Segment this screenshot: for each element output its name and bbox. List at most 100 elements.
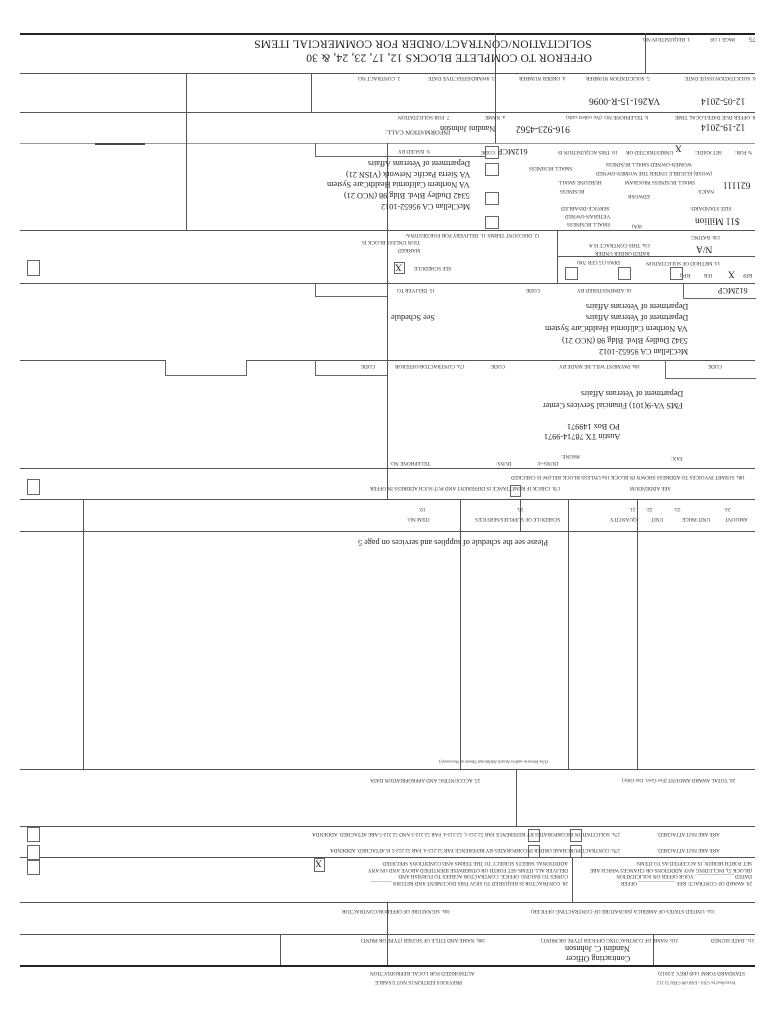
prescribed-by: Prescribed by GSA - FAR (48 CFR) 53.212 — [656, 980, 735, 986]
code-label: CODE — [707, 363, 722, 370]
clause-29-line: (BLOCK 5), INCLUDING ANY ADDITIONS OR CH… — [589, 867, 752, 873]
accounting-label: 25. ACCOUNTING AND APPROPRIATION DATA — [369, 777, 480, 784]
column-number: 20. — [516, 506, 523, 513]
page-total: 75 — [748, 35, 756, 43]
checkbox[interactable] — [27, 827, 40, 842]
duns4-label: DUNS+4: — [536, 460, 558, 467]
sdvosb-label: VETERAN-OWNED — [564, 213, 610, 220]
offer-due-label: 8. OFFER DUE DATE/LOCAL TIME — [674, 114, 755, 121]
rating-value: N/A — [695, 243, 712, 254]
column-header-item-no: ITEM NO. — [407, 516, 430, 523]
acquisition-label: 10. THIS ACQUISITION IS — [558, 149, 618, 156]
checkbox-27a-are[interactable] — [528, 829, 540, 842]
wosb-label: SMALL BUSINESS — [528, 165, 572, 172]
contractor-code-label: CODE — [360, 363, 375, 370]
checkbox-27a-are-not[interactable] — [570, 829, 582, 842]
divider — [20, 499, 755, 500]
for-info-label: 7. FOR SOLICITATION — [398, 114, 450, 121]
hubzone-label: HUBZONE SMALL — [558, 179, 602, 186]
checkbox-see-schedule[interactable] — [394, 262, 405, 274]
administered-by-label: 16. ADMINISTERED BY — [577, 287, 632, 294]
contract-no-label: 2. CONTRACT NO. — [356, 75, 400, 82]
issue-date: 12-05-2014 — [700, 95, 745, 106]
sdvosb-label: SMALL BUSINESS — [566, 221, 610, 228]
rfp-label: RFP — [742, 272, 752, 279]
payment-address-line: PO Box 149971 — [567, 422, 620, 432]
checkbox-27b-are-not[interactable] — [570, 845, 582, 858]
clause-28-line: ADDITIONAL SHEETS SUBJECT TO THE TERMS A… — [382, 860, 568, 867]
divider — [311, 73, 312, 112]
column-number: 23. — [673, 506, 680, 513]
divider — [20, 769, 755, 770]
issued-by-code-box — [315, 143, 488, 157]
payment-address-line: FMS VA-9(101) Financial Services Center — [543, 401, 683, 411]
checkbox[interactable] — [485, 216, 499, 229]
wosb-label: WOMEN-OWNED SMALL BUSINESS — [606, 161, 692, 168]
contractor-code-box — [315, 360, 388, 376]
divider — [20, 33, 755, 35]
submit-invoices-label: 18b. SUBMIT INVOICES TO ADDRESS SHOWN IN… — [511, 474, 745, 481]
divider — [20, 112, 755, 113]
award-date-label: 3. AWARD/EFFECTIVE DATE — [428, 75, 495, 82]
checkbox[interactable] — [485, 192, 499, 205]
column-header-unit-price: UNIT PRICE — [681, 516, 710, 523]
divider — [653, 934, 654, 965]
solicitation-number: VA261-15-R-0096 — [588, 95, 660, 106]
clause-29-block: 29. AWARD OF CONTRACT: REF. ____________… — [576, 860, 752, 887]
checkbox-rfq[interactable] — [618, 267, 631, 280]
payment-address-line: Department of Veterans Affairs — [580, 389, 683, 399]
checkbox-27b-are[interactable] — [528, 845, 540, 858]
issued-by-code: 612MCP — [498, 147, 528, 157]
divider — [20, 965, 755, 967]
rated-order-label: RATED ORDER UNDER — [595, 250, 650, 257]
clause-28-line: DELIVER ALL ITEMS SET FORTH OR OTHERWISE… — [367, 867, 568, 873]
issued-by-code-label: CODE — [480, 149, 495, 156]
administered-by-address-line: Department of Veterans Affairs — [585, 313, 688, 323]
contact-name: Nandini Johnson — [439, 124, 495, 134]
divider — [20, 826, 755, 827]
deliver-to-code-box — [315, 283, 388, 297]
set-aside-mark: X — [675, 142, 682, 153]
telephone-label: TELEPHONE NO. — [389, 460, 430, 467]
divider — [637, 499, 638, 769]
administered-by-address-line: Department of Veterans Affairs — [585, 302, 688, 312]
see-schedule-mark: X — [395, 261, 402, 272]
ifb-label: IFB — [703, 272, 712, 279]
method-label: 14. METHOD OF SOLICITATION — [645, 260, 720, 267]
rfq-label: RFQ — [679, 272, 690, 279]
issued-by-address-line: 5342 Dudley Blvd. Bldg 98 (NCO 21) — [344, 191, 470, 201]
column-header-quantity: QUANTITY — [610, 516, 637, 523]
see-addendum-label: SEE ADDENDUM — [629, 485, 671, 492]
checkbox[interactable] — [27, 860, 40, 875]
administered-by-address-line: 5342 Dudley Blvd. Bldg 98 (NCO 21) — [562, 336, 688, 346]
administered-by-code-box — [683, 283, 756, 299]
rating-label: 13b. RATING — [690, 234, 720, 241]
phone-label: b. TELEPHONE NO. (No collect calls) — [565, 114, 648, 121]
naics-code: 621111 — [722, 179, 750, 190]
phone-label: PHONE: — [561, 453, 580, 460]
checkbox-see-addendum[interactable] — [27, 479, 40, 495]
wosb-label: (WOSB) ELIGIBLE UNDER THE WOMEN-OWNED — [596, 170, 712, 177]
checkbox[interactable] — [27, 845, 40, 860]
checkbox-remittance[interactable] — [510, 485, 521, 497]
checkbox-dpas[interactable] — [565, 267, 578, 280]
officer-title: Contracting Officer — [565, 954, 630, 964]
payment-label: 18a. PAYMENT WILL BE MADE BY — [558, 363, 640, 370]
issued-by-address-line: VA Sierra Pacific Network (VISN 21) — [345, 170, 470, 180]
checkbox[interactable] — [485, 163, 499, 176]
divider — [557, 230, 558, 283]
8a-label: 8(A) — [632, 223, 642, 230]
solicitation-no-label: 5. SOLICITATION NUMBER — [586, 75, 650, 82]
administered-by-code-label: CODE — [525, 287, 540, 294]
checkbox[interactable] — [485, 146, 499, 159]
divider — [20, 857, 755, 858]
officer-name-label: 31b. NAME OF CONTRACTING OFFICER (TYPE O… — [540, 937, 678, 944]
divider — [460, 499, 461, 769]
column-number: 22. — [645, 506, 652, 513]
unrestricted-label: UNRESTRICTED OR — [625, 149, 673, 156]
total-award-label: 26. TOTAL AWARD AMOUNT (For Govt. Use On… — [621, 777, 735, 784]
checkbox-28[interactable] — [314, 858, 325, 872]
checkbox[interactable] — [27, 260, 40, 276]
checkbox-ifb[interactable] — [670, 267, 683, 280]
